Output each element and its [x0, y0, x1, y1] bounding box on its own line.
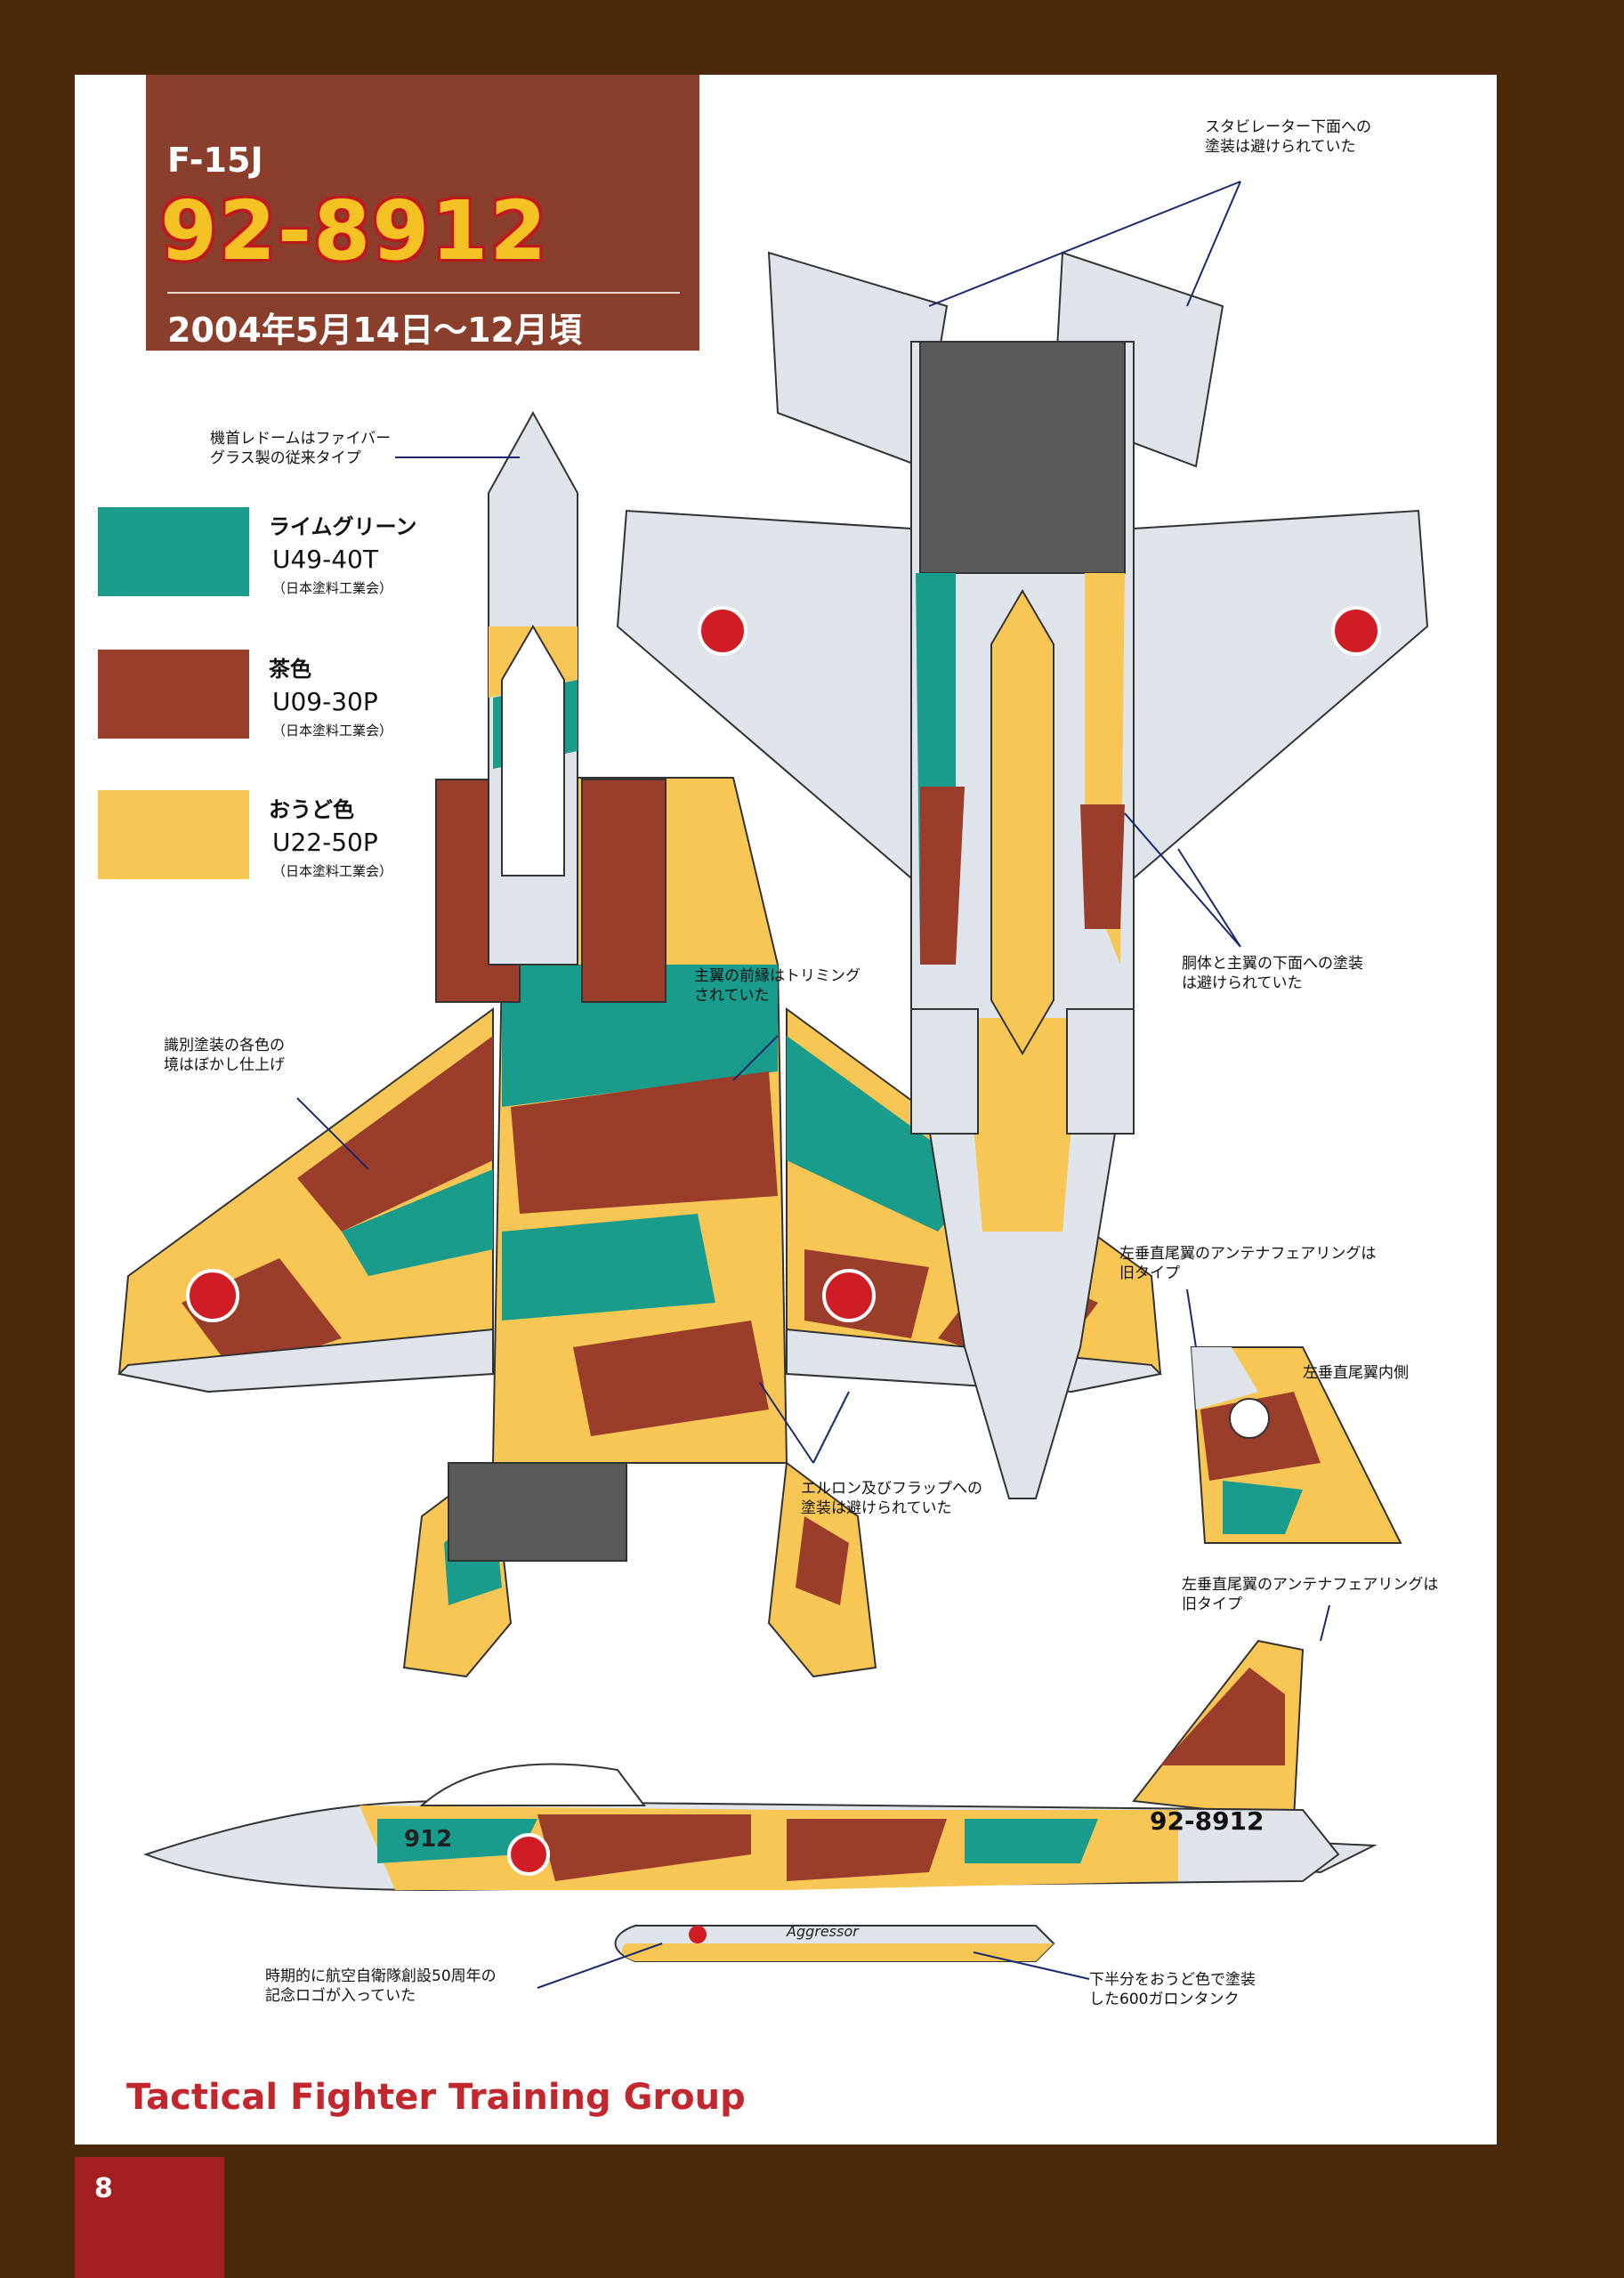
legend-item-ochre: おうど色 U22-50P （日本塗料工業会）: [98, 790, 392, 890]
side-serial-marking: 92-8912: [1150, 1806, 1264, 1836]
aircraft-serial: 92-8912: [160, 183, 549, 279]
aircraft-illustrations: [117, 181, 1429, 1989]
title-divider: [167, 292, 680, 294]
note-tail-inner: 左垂直尾翼内側: [1303, 1364, 1409, 1382]
legend-code: U09-30P: [272, 687, 378, 716]
legend-name: 茶色: [269, 657, 311, 682]
nose-number-marking: 912: [404, 1826, 453, 1853]
legend-maker: （日本塗料工業会）: [272, 723, 393, 739]
note-radome: 機首レドームはファイバー グラス製の従来タイプ: [210, 430, 392, 467]
tank-marking: Aggressor: [787, 1923, 859, 1940]
aircraft-model: F-15J: [167, 141, 263, 180]
bottom-view-aircraft: [616, 251, 1429, 1499]
note-antenna-side: 左垂直尾翼のアンテナフェアリングは 旧タイプ: [1182, 1576, 1439, 1613]
note-blend-finish: 識別塗装の各色の 境はぼかし仕上げ: [164, 1037, 285, 1074]
legend-maker: （日本塗料工業会）: [272, 580, 393, 596]
paint-period: 2004年5月14日〜12月頃: [167, 311, 582, 350]
note-antenna-top: 左垂直尾翼のアンテナフェアリングは 旧タイプ: [1119, 1245, 1377, 1282]
leader-lines: [296, 181, 1330, 1989]
title-block: F-15J 92-8912 2004年5月14日〜12月頃: [146, 75, 699, 351]
legend-maker: （日本塗料工業会）: [272, 863, 393, 879]
note-600-gallon-tank: 下半分をおうど色で塗装 した600ガロンタンク: [1089, 1971, 1256, 2008]
page-sheet: F-15J 92-8912 2004年5月14日〜12月頃 ライムグリーン U4…: [75, 75, 1497, 2145]
side-view-aircraft: [143, 1639, 1378, 1962]
legend-code: U22-50P: [272, 828, 378, 857]
swatch-brown: [98, 650, 249, 739]
swatch-ochre: [98, 790, 249, 879]
note-fuselage-underside: 胴体と主翼の下面への塗装 は避けられていた: [1182, 955, 1363, 992]
note-aileron-flap: エルロン及びフラップへの 塗装は避けられていた: [801, 1480, 982, 1517]
legend-code: U49-40T: [272, 545, 378, 574]
legend-item-lime-green: ライムグリーン U49-40T （日本塗料工業会）: [98, 507, 416, 607]
legend-name: おうど色: [269, 797, 354, 822]
legend-name: ライムグリーン: [269, 514, 417, 539]
note-anniversary-logo: 時期的に航空自衛隊創設50周年の 記念ロゴが入っていた: [265, 1967, 497, 2005]
note-stabilator: スタビレーター下面への 塗装は避けられていた: [1205, 118, 1371, 156]
note-leading-edge: 主翼の前縁はトリミング されていた: [694, 967, 860, 1005]
tail-inner-view: [1190, 1346, 1402, 1544]
legend-item-brown: 茶色 U09-30P （日本塗料工業会）: [98, 650, 392, 749]
page-number-tab: 8: [75, 2157, 224, 2278]
page-number: 8: [94, 2173, 113, 2204]
footer-unit-name: Tactical Fighter Training Group: [126, 2077, 746, 2118]
swatch-lime-green: [98, 507, 249, 596]
